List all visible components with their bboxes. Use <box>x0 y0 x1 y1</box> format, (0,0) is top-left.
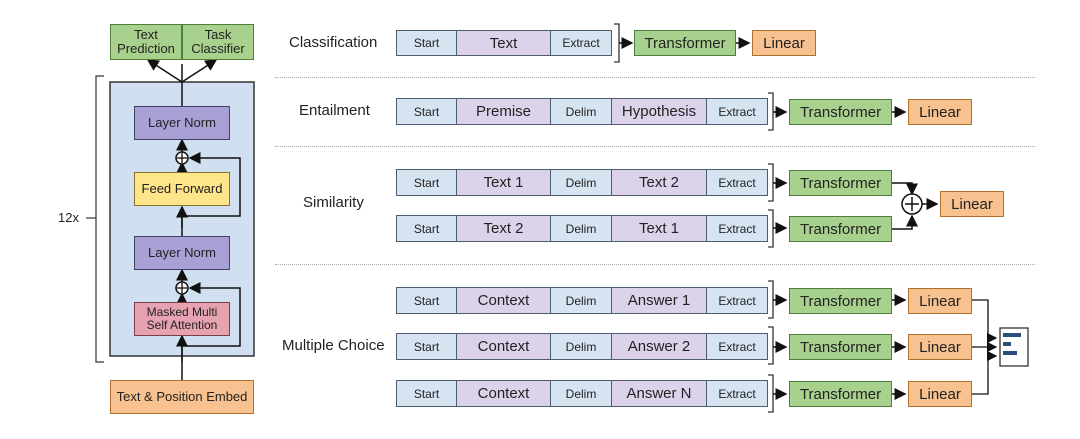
token-extract: Extract <box>706 98 768 125</box>
transformer-box: Transformer <box>789 288 892 314</box>
token-text: Text <box>456 30 551 56</box>
token-delim: Delim <box>550 98 612 125</box>
token-delim: Delim <box>550 380 612 407</box>
token-answer-1: Answer 1 <box>611 287 707 314</box>
separator <box>275 77 1035 78</box>
token-delim: Delim <box>550 215 612 242</box>
transformer-box: Transformer <box>634 30 736 56</box>
linear-box: Linear <box>908 381 972 407</box>
token-answer-2: Answer 2 <box>611 333 707 360</box>
classification-label: Classification <box>289 34 378 51</box>
transformer-box: Transformer <box>789 334 892 360</box>
masked-attention: Masked Multi Self Attention <box>134 302 230 336</box>
layer-norm-top: Layer Norm <box>134 106 230 140</box>
feed-forward-label: Feed Forward <box>141 181 223 196</box>
embed-label: Text & Position Embed <box>116 389 248 404</box>
layer-norm-top-label: Layer Norm <box>148 115 216 130</box>
token-start: Start <box>396 333 457 360</box>
masked-attention-label: Masked Multi Self Attention <box>146 305 218 332</box>
linear-box: Linear <box>908 288 972 314</box>
transformer-box: Transformer <box>789 381 892 407</box>
token-start: Start <box>396 98 457 125</box>
linear-box: Linear <box>940 191 1004 217</box>
token-start: Start <box>396 30 457 56</box>
token-premise: Premise <box>456 98 551 125</box>
token-context: Context <box>456 333 551 360</box>
token-hypothesis: Hypothesis <box>611 98 707 125</box>
repeat-label: 12x <box>58 210 79 225</box>
token-extract: Extract <box>706 333 768 360</box>
linear-box: Linear <box>752 30 816 56</box>
token-delim: Delim <box>550 287 612 314</box>
token-text-1: Text 1 <box>611 215 707 242</box>
similarity-label: Similarity <box>303 194 364 211</box>
layer-norm-bottom-label: Layer Norm <box>148 245 216 260</box>
task-classifier-label: Task Classifier <box>191 27 245 56</box>
multiple-choice-label: Multiple Choice <box>282 337 385 354</box>
token-start: Start <box>396 215 457 242</box>
token-extract: Extract <box>706 380 768 407</box>
separator <box>275 146 1035 147</box>
transformer-box: Transformer <box>789 99 892 125</box>
token-start: Start <box>396 169 457 196</box>
token-extract: Extract <box>706 215 768 242</box>
separator <box>275 264 1035 265</box>
token-extract: Extract <box>706 169 768 196</box>
token-answer-n: Answer N <box>611 380 707 407</box>
text-position-embed: Text & Position Embed <box>110 380 254 414</box>
transformer-box: Transformer <box>789 170 892 196</box>
linear-box: Linear <box>908 334 972 360</box>
token-start: Start <box>396 287 457 314</box>
entailment-label: Entailment <box>299 102 370 119</box>
token-text-1: Text 1 <box>456 169 551 196</box>
token-extract: Extract <box>706 287 768 314</box>
feed-forward: Feed Forward <box>134 172 230 206</box>
token-start: Start <box>396 380 457 407</box>
repeat-bracket <box>95 75 104 363</box>
token-context: Context <box>456 287 551 314</box>
token-delim: Delim <box>550 333 612 360</box>
token-extract: Extract <box>550 30 612 56</box>
layer-norm-bottom: Layer Norm <box>134 236 230 270</box>
token-delim: Delim <box>550 169 612 196</box>
text-prediction-box: Text Prediction <box>110 24 182 60</box>
token-context: Context <box>456 380 551 407</box>
task-classifier-box: Task Classifier <box>182 24 254 60</box>
transformer-box: Transformer <box>789 216 892 242</box>
linear-box: Linear <box>908 99 972 125</box>
text-prediction-label: Text Prediction <box>117 27 175 56</box>
token-text-2: Text 2 <box>611 169 707 196</box>
token-text-2: Text 2 <box>456 215 551 242</box>
